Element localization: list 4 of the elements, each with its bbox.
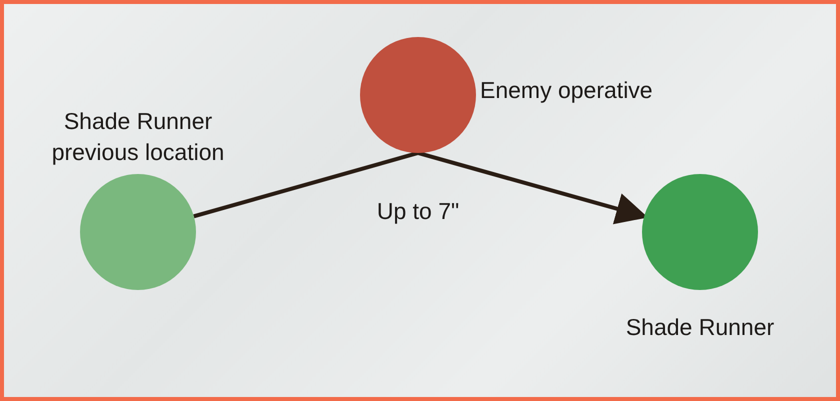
player-label: Enemy operative bbox=[480, 76, 654, 105]
player-label: Shade Runner previous location bbox=[50, 107, 226, 168]
edge-label: Up to 7" bbox=[376, 197, 460, 226]
player-label: Shade Runner bbox=[624, 313, 776, 342]
